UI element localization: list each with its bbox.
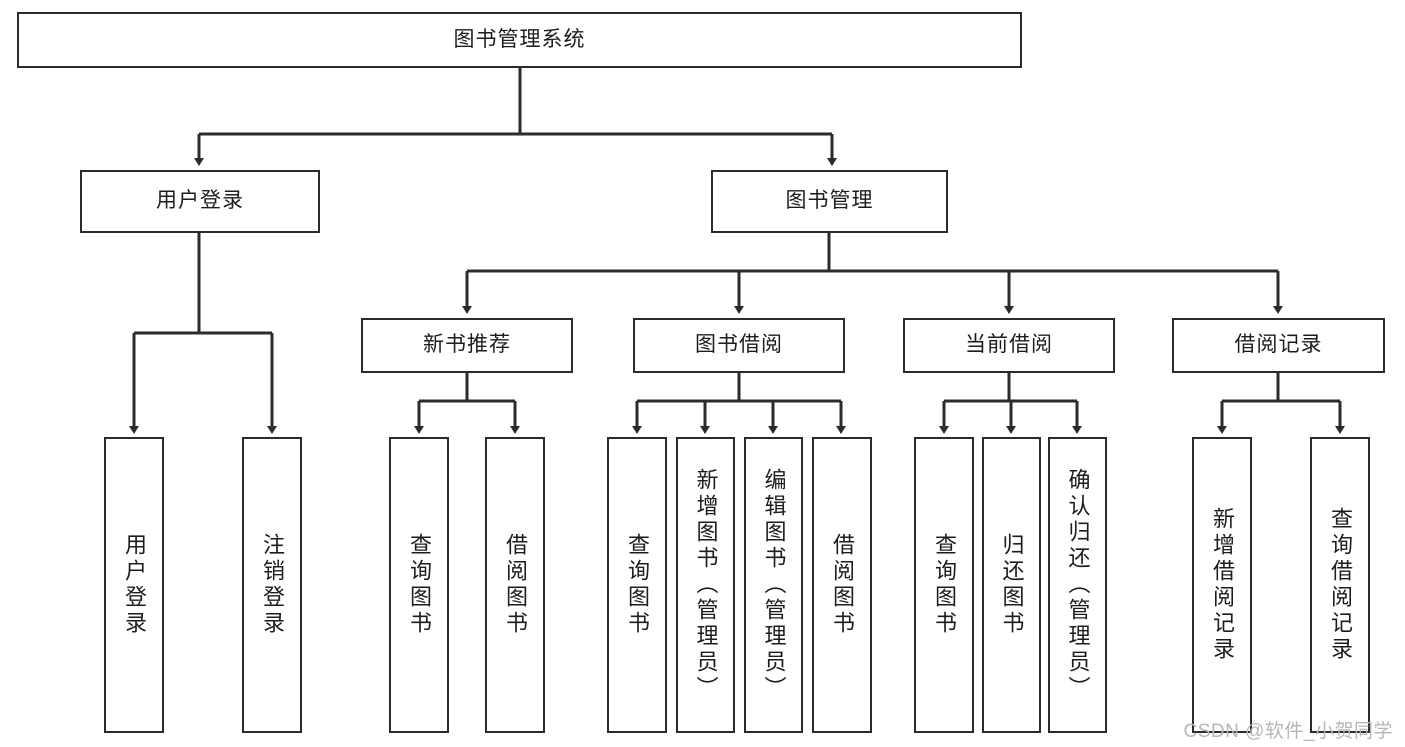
leaf-user-login-label: 用户登录 <box>122 533 147 637</box>
leaf-query-book-2[interactable]: 查询图书 <box>607 437 667 733</box>
leaf-return-book[interactable]: 归还图书 <box>982 437 1041 733</box>
leaf-query-book-2-label: 查询图书 <box>625 533 650 637</box>
leaf-return-book-label: 归还图书 <box>999 533 1025 637</box>
leaf-query-record[interactable]: 查询借阅记录 <box>1310 437 1370 733</box>
node-book-borrow[interactable]: 图书借阅 <box>633 318 845 373</box>
node-new-book-recommend-label: 新书推荐 <box>423 333 511 357</box>
leaf-borrow-book-2[interactable]: 借阅图书 <box>812 437 872 733</box>
node-user-login-label: 用户登录 <box>156 189 244 213</box>
leaf-confirm-return[interactable]: 确认归还（管理员） <box>1048 437 1107 733</box>
node-new-book-recommend[interactable]: 新书推荐 <box>361 318 573 373</box>
leaf-add-record[interactable]: 新增借阅记录 <box>1192 437 1252 733</box>
node-current-borrow[interactable]: 当前借阅 <box>903 318 1115 373</box>
leaf-add-book-label: 新增图书（管理员） <box>693 468 719 702</box>
leaf-borrow-book-2-label: 借阅图书 <box>830 533 855 637</box>
node-user-login[interactable]: 用户登录 <box>80 170 320 233</box>
node-root[interactable]: 图书管理系统 <box>17 12 1022 68</box>
leaf-user-login[interactable]: 用户登录 <box>104 437 164 733</box>
leaf-logout-login[interactable]: 注销登录 <box>242 437 302 733</box>
leaf-query-book-3[interactable]: 查询图书 <box>914 437 974 733</box>
node-borrow-record[interactable]: 借阅记录 <box>1172 318 1385 373</box>
leaf-edit-book-label: 编辑图书（管理员） <box>761 468 787 702</box>
node-book-management-label: 图书管理 <box>785 189 874 213</box>
leaf-query-book-1[interactable]: 查询图书 <box>389 437 449 733</box>
leaf-edit-book[interactable]: 编辑图书（管理员） <box>744 437 803 733</box>
node-current-borrow-label: 当前借阅 <box>965 333 1053 357</box>
leaf-query-record-label: 查询借阅记录 <box>1328 507 1353 663</box>
leaf-borrow-book-1[interactable]: 借阅图书 <box>485 437 545 733</box>
leaf-borrow-book-1-label: 借阅图书 <box>503 533 528 637</box>
leaf-query-book-3-label: 查询图书 <box>932 533 957 637</box>
leaf-logout-login-label: 注销登录 <box>260 533 285 637</box>
node-book-management[interactable]: 图书管理 <box>711 170 948 233</box>
leaf-confirm-return-label: 确认归还（管理员） <box>1065 468 1091 702</box>
node-root-label: 图书管理系统 <box>453 27 586 51</box>
node-book-borrow-label: 图书借阅 <box>695 333 783 357</box>
leaf-add-book[interactable]: 新增图书（管理员） <box>676 437 735 733</box>
node-borrow-record-label: 借阅记录 <box>1234 333 1323 357</box>
leaf-add-record-label: 新增借阅记录 <box>1210 507 1235 663</box>
leaf-query-book-1-label: 查询图书 <box>407 533 432 637</box>
